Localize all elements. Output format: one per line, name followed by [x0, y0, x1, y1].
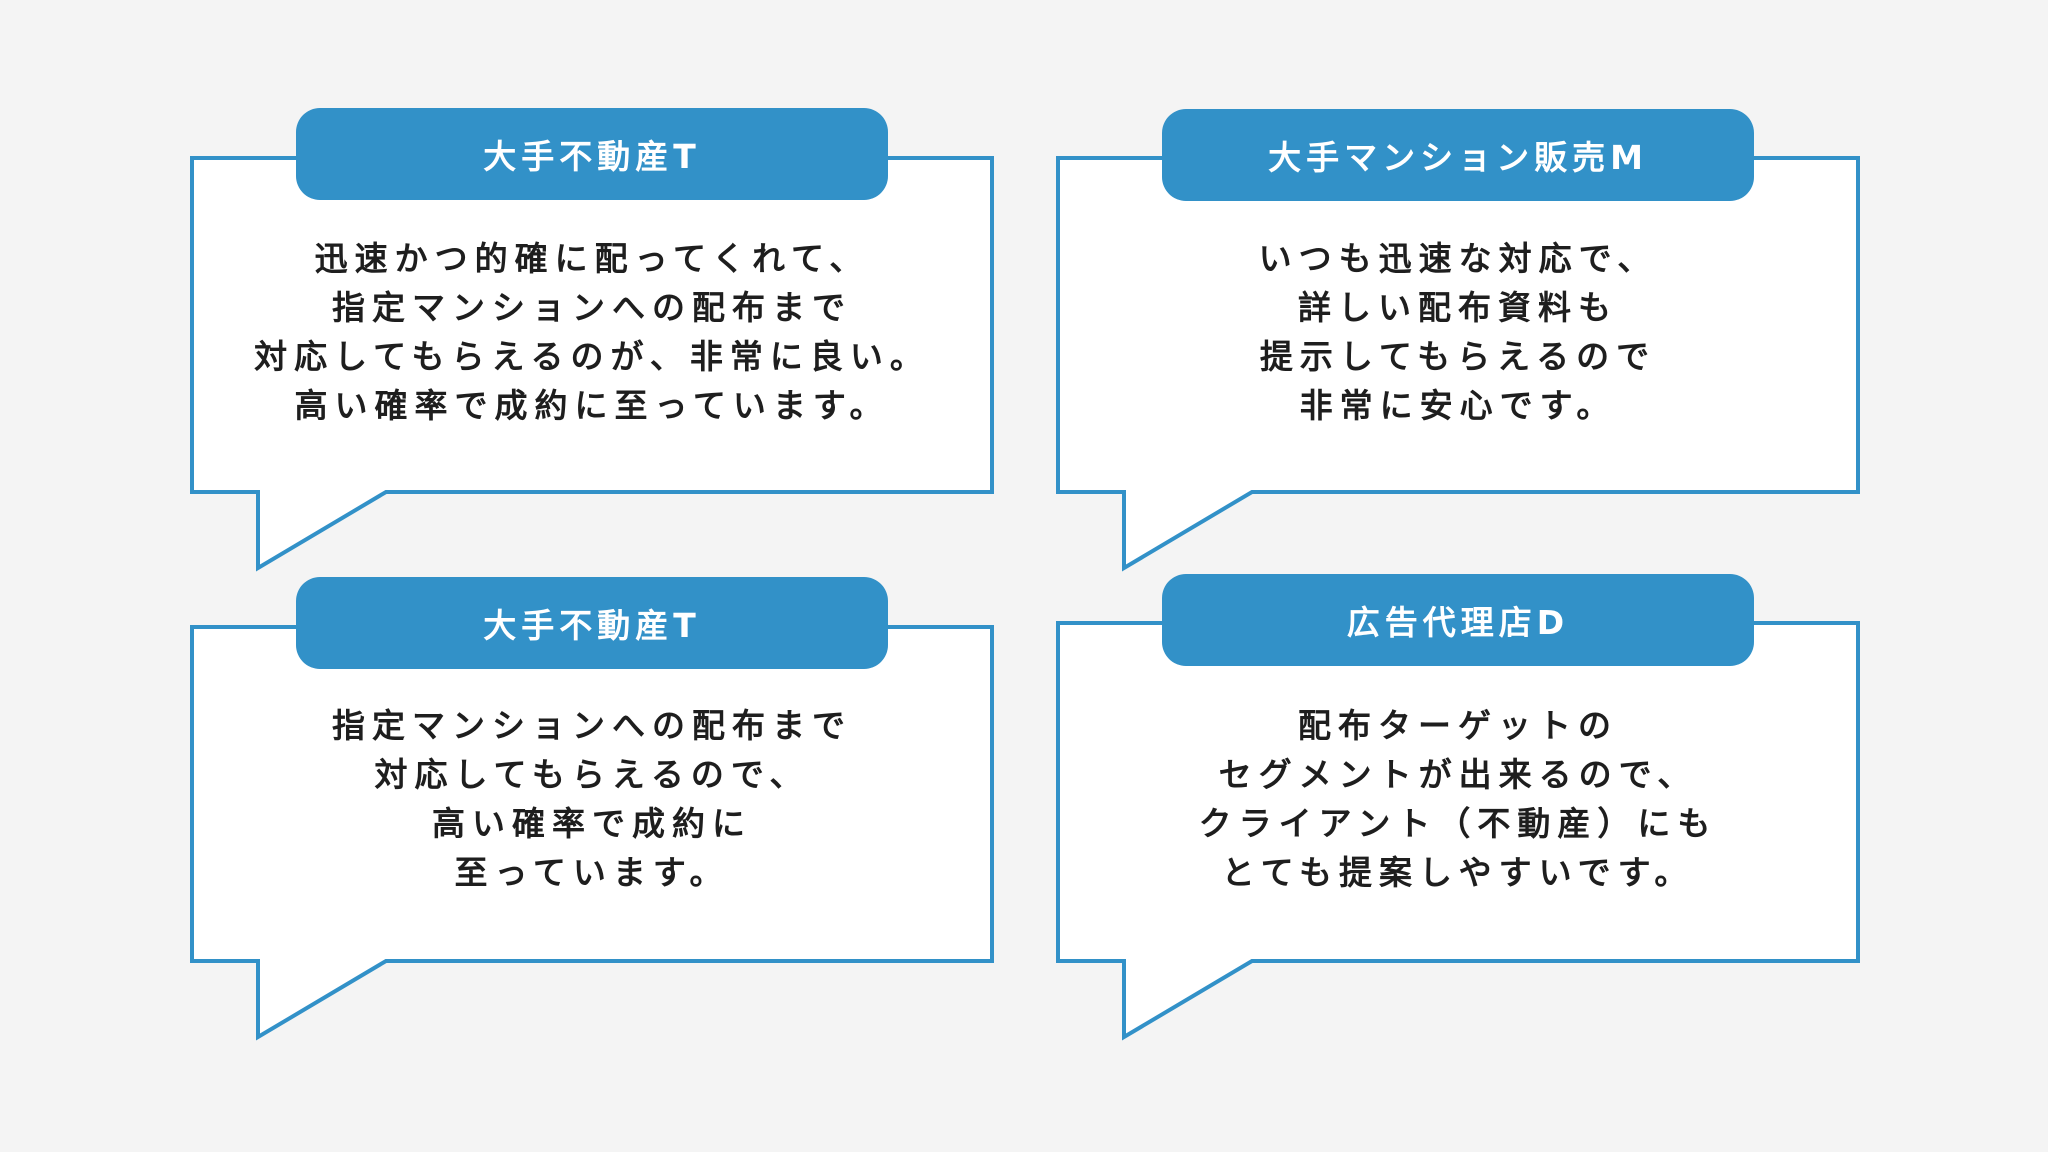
- speaker-label: 広告代理店D: [1162, 574, 1754, 666]
- testimonial-line: セグメントが出来るので、: [1218, 755, 1698, 794]
- testimonial-line: とても提案しやすいです。: [1221, 853, 1695, 892]
- testimonial-line: 提示してもらえるので: [1259, 337, 1657, 376]
- testimonial-card: 大手マンション販売M いつも迅速な対応で、 詳しい配布資料も 提示してもらえるの…: [1056, 108, 1860, 572]
- testimonial-line: 配布ターゲットの: [1298, 706, 1618, 745]
- speech-bubble: [1056, 621, 1860, 1041]
- testimonial-line: 高い確率で成約に: [432, 804, 752, 843]
- testimonial-line: 至っています。: [454, 853, 730, 892]
- testimonial-text: いつも迅速な対応で、 詳しい配布資料も 提示してもらえるので 非常に安心です。: [1076, 234, 1840, 430]
- testimonial-line: クライアント（不動産）にも: [1198, 804, 1718, 843]
- speech-bubble: [190, 156, 994, 572]
- testimonial-line: いつも迅速な対応で、: [1258, 239, 1658, 278]
- testimonial-line: 迅速かつ的確に配ってくれて、: [314, 239, 870, 278]
- testimonial-card: 広告代理店D 配布ターゲットの セグメントが出来るので、 クライアント（不動産）…: [1056, 574, 1860, 1041]
- testimonial-line: 指定マンションへの配布まで: [332, 288, 852, 327]
- testimonial-card: 大手不動産T 迅速かつ的確に配ってくれて、 指定マンションへの配布まで 対応して…: [190, 108, 994, 572]
- speaker-label: 大手マンション販売M: [1162, 109, 1754, 201]
- testimonial-line: 非常に安心です。: [1299, 386, 1617, 425]
- testimonial-text: 指定マンションへの配布まで 対応してもらえるので、 高い確率で成約に 至っていま…: [210, 701, 974, 897]
- testimonial-line: 詳しい配布資料も: [1298, 288, 1618, 327]
- testimonial-line: 高い確率で成約に至っています。: [294, 386, 890, 425]
- testimonial-text: 迅速かつ的確に配ってくれて、 指定マンションへの配布まで 対応してもらえるのが、…: [210, 234, 974, 430]
- testimonial-line: 対応してもらえるのが、非常に良い。: [254, 337, 930, 376]
- testimonial-text: 配布ターゲットの セグメントが出来るので、 クライアント（不動産）にも とても提…: [1076, 701, 1840, 897]
- testimonial-line: 指定マンションへの配布まで: [332, 706, 852, 745]
- testimonial-line: 対応してもらえるので、: [374, 755, 810, 794]
- speech-bubble: [190, 625, 994, 1041]
- testimonial-card: 大手不動産T 指定マンションへの配布まで 対応してもらえるので、 高い確率で成約…: [190, 577, 994, 1041]
- speaker-label: 大手不動産T: [296, 108, 888, 200]
- speech-bubble: [1056, 156, 1860, 572]
- speaker-label: 大手不動産T: [296, 577, 888, 669]
